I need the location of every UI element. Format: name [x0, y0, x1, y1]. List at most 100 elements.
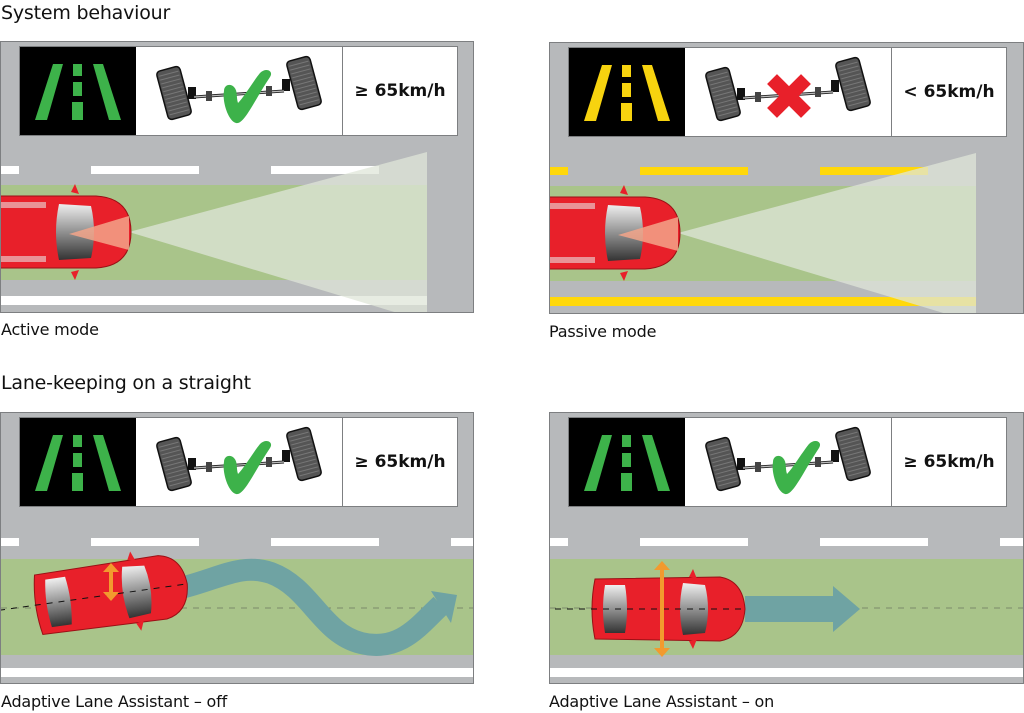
tread — [840, 69, 860, 76]
tread — [716, 102, 736, 109]
tread — [162, 453, 182, 460]
hub-left — [737, 88, 745, 100]
arrowhead — [431, 591, 457, 623]
lane-dash — [271, 538, 379, 546]
road-scene — [1, 152, 473, 312]
lane-dash — [640, 167, 748, 175]
checkmark-icon — [772, 441, 821, 495]
tread — [713, 460, 733, 468]
tread — [841, 443, 861, 450]
tread — [291, 439, 311, 446]
tread — [161, 449, 181, 456]
tread — [846, 92, 866, 99]
tie-rod-joint — [755, 92, 761, 102]
tread — [843, 450, 863, 458]
edge-line — [550, 297, 1023, 306]
mirror — [127, 551, 136, 561]
status-infobar: ≥ 65km/h — [19, 417, 458, 507]
tread — [710, 449, 730, 456]
car-side-highlight — [1, 202, 46, 208]
tread — [718, 110, 738, 117]
tread — [709, 445, 729, 452]
lane-indicator — [20, 418, 136, 506]
road-scene — [1, 538, 473, 677]
tread — [164, 460, 184, 468]
lane-right-line — [642, 435, 670, 491]
edge-line — [550, 668, 1023, 677]
tread — [168, 105, 188, 112]
hub-left — [188, 87, 196, 99]
tread — [160, 74, 180, 81]
lane-center-dash — [622, 83, 631, 97]
lane-indicator — [569, 48, 685, 136]
wheel-icon — [286, 55, 322, 111]
tread — [299, 470, 319, 477]
lane-left-line — [584, 435, 612, 491]
lane-dash — [640, 538, 748, 546]
car-side-highlight — [550, 257, 595, 263]
lane-dash — [820, 538, 928, 546]
tread — [159, 441, 179, 448]
cross-bar — [767, 74, 811, 118]
tread — [712, 457, 732, 464]
tread — [842, 77, 862, 84]
car — [555, 569, 747, 649]
tie-rod-joint — [266, 457, 272, 467]
speed-threshold: ≥ 65km/h — [354, 452, 446, 472]
tread — [163, 86, 183, 93]
tread — [718, 480, 738, 487]
tread — [159, 70, 179, 77]
tread — [291, 68, 311, 75]
tread — [296, 458, 316, 465]
car — [550, 185, 681, 281]
edge-line — [1, 668, 473, 677]
lane-lines-icon — [584, 65, 670, 121]
mirror — [620, 185, 628, 195]
tread — [295, 454, 315, 461]
speed-threshold: ≥ 65km/h — [903, 452, 995, 472]
tread — [717, 476, 737, 483]
tie-rod-joint — [206, 91, 212, 101]
tread — [846, 462, 866, 469]
steering-axle-indicator — [136, 47, 343, 135]
tread — [708, 441, 728, 448]
lane-center-dash — [622, 453, 631, 467]
tread — [293, 76, 313, 83]
arrowhead — [103, 592, 119, 601]
tie-rod-joint — [206, 462, 212, 472]
edge-line — [1, 296, 473, 305]
speed-threshold: ≥ 65km/h — [354, 81, 446, 101]
lane-dash — [271, 166, 379, 174]
status-infobar: ≥ 65km/h — [19, 46, 458, 136]
mirror — [71, 270, 79, 280]
section-title-system-behaviour: System behaviour — [1, 2, 171, 24]
lane-left-line — [35, 64, 63, 120]
panel-passive-mode: < 65km/h — [549, 42, 1024, 314]
status-infobar: < 65km/h — [568, 47, 1007, 137]
cross-icon — [767, 74, 811, 118]
tread — [289, 431, 309, 438]
lane-center-dash — [72, 473, 83, 491]
tread — [292, 443, 312, 450]
tread — [712, 87, 732, 94]
hub-right — [831, 450, 839, 462]
status-infobar: ≥ 65km/h — [568, 417, 1007, 507]
hub-right — [831, 80, 839, 92]
tread — [161, 78, 181, 85]
tread — [710, 79, 730, 86]
tread — [847, 466, 867, 473]
tie-rod-joint — [815, 457, 821, 467]
lane-center-dash — [621, 473, 632, 491]
tread — [294, 450, 314, 458]
tread — [165, 464, 185, 471]
tread — [845, 458, 865, 465]
lane-center-dash — [622, 435, 631, 447]
tread — [709, 75, 729, 82]
camera-cone — [129, 152, 427, 312]
tread — [714, 464, 734, 471]
camera-cone — [678, 153, 976, 313]
tread — [297, 91, 317, 98]
tread — [169, 109, 189, 116]
tread — [167, 101, 187, 108]
tread — [847, 96, 867, 103]
